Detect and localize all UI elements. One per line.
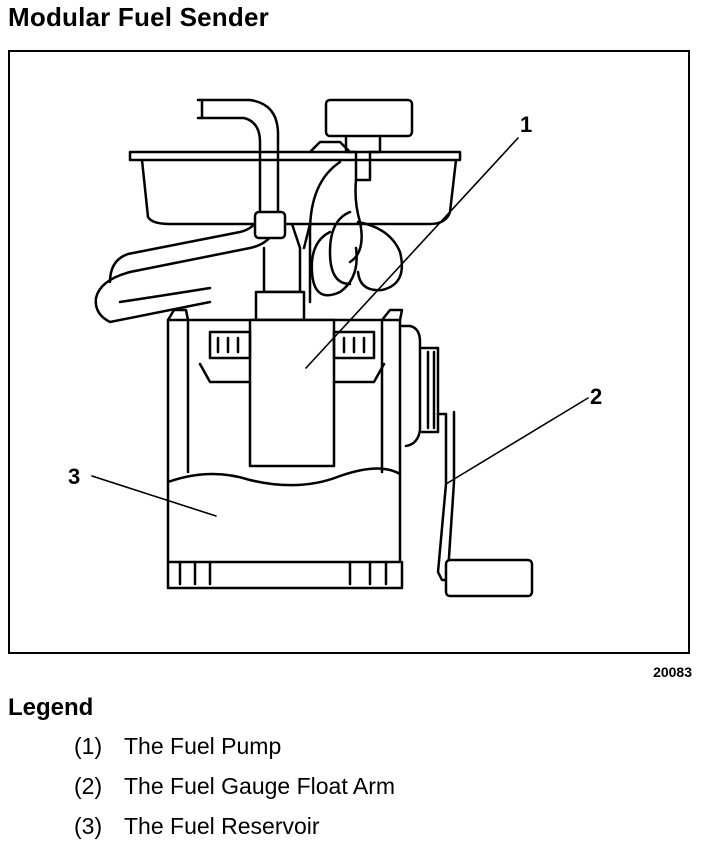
figure-id: 20083 (653, 664, 692, 680)
callout-1: 1 (520, 112, 532, 137)
callout-2: 2 (590, 384, 602, 409)
legend-item-label: The Fuel Reservoir (124, 813, 320, 839)
legend-item: (2) The Fuel Gauge Float Arm (74, 772, 395, 812)
fuel-pump (198, 318, 386, 468)
wire-loop (310, 210, 404, 297)
fuel-feed-line (254, 222, 312, 322)
electrical-connector (308, 98, 414, 304)
leader-line-1 (305, 137, 519, 369)
leader-line-2 (445, 397, 589, 485)
legend-item-number: (2) (74, 773, 103, 799)
leader-line-3 (91, 475, 217, 517)
legend-item-label: The Fuel Pump (124, 733, 282, 759)
legend-item: (1) The Fuel Pump (74, 732, 395, 772)
legend-item-number: (1) (74, 733, 103, 759)
legend-heading: Legend (8, 694, 94, 721)
legend-item-label: The Fuel Gauge Float Arm (124, 773, 396, 799)
legend-item: (3) The Fuel Reservoir (74, 812, 395, 852)
sender-cover (128, 140, 462, 226)
float-arm (400, 324, 534, 598)
legend-list: (1) The Fuel Pump (2) The Fuel Gauge Float… (74, 732, 395, 852)
diagram-title: Modular Fuel Sender (8, 2, 269, 32)
leader-lines (91, 137, 589, 517)
diagram-frame (8, 50, 690, 654)
legend-item-number: (3) (74, 813, 103, 839)
fuel-sender-illustration: 1 2 3 (68, 98, 602, 598)
callout-3: 3 (68, 464, 80, 489)
fuel-hose (94, 98, 287, 324)
